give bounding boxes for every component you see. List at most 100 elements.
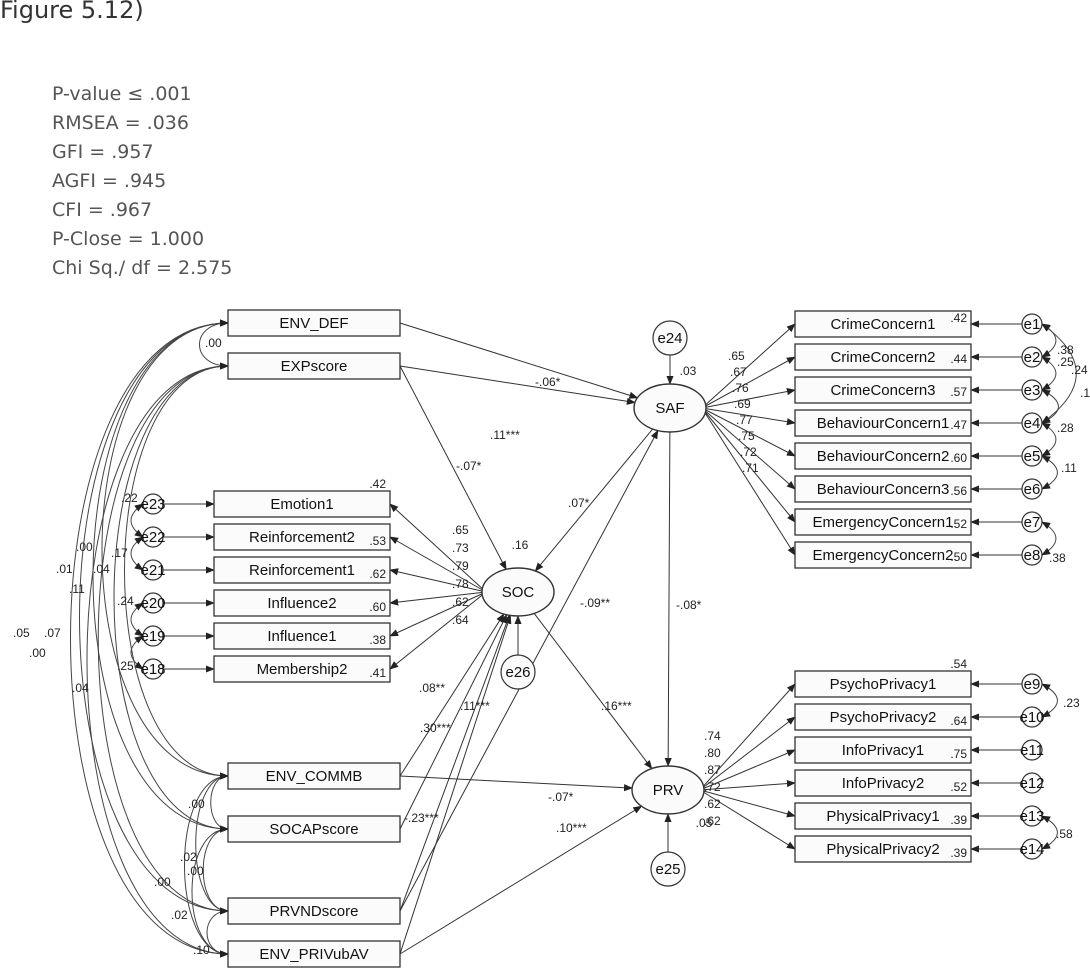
indicator-soc-label: Membership2 [257, 661, 348, 678]
structural-path [668, 432, 670, 766]
path-coefficient: .11*** [460, 699, 490, 713]
r2-value: .52 [950, 517, 967, 531]
error-label-e8: e8 [1024, 547, 1041, 564]
r2-value: .05 [696, 816, 713, 830]
latent-label: SAF [655, 400, 684, 417]
exogenous-variable-label: PRVNDscore [270, 903, 359, 920]
loading-value: .69 [734, 397, 751, 411]
covariance-value: .11 [69, 582, 85, 596]
r2-value: .16 [512, 538, 529, 552]
covariance-value: .00 [205, 336, 222, 350]
structural-path [400, 366, 635, 403]
covariance-value: .00 [76, 540, 93, 554]
r2-value: .53 [369, 534, 386, 548]
error-label-e19: e19 [140, 628, 165, 645]
covariance-value: .01 [56, 562, 73, 576]
error-label-e3: e3 [1024, 382, 1041, 399]
indicator-saf-label: BehaviourConcern1 [817, 415, 950, 432]
indicator-prv-label: PhysicalPrivacy1 [826, 808, 939, 825]
covariance-value: .58 [1056, 827, 1073, 841]
loading-value: .72 [704, 780, 721, 794]
r2-value: .54 [950, 657, 967, 671]
r2-value: .41 [369, 666, 386, 680]
indicator-soc-label: Influence2 [267, 595, 336, 612]
r2-value: .47 [950, 418, 967, 432]
loading-path-soc [390, 504, 486, 592]
loading-value: .79 [452, 559, 469, 573]
r2-value: .64 [950, 714, 967, 728]
error-label-e18: e18 [140, 661, 165, 678]
path-coefficient: -.07* [548, 790, 574, 804]
covariance-value: .25 [117, 659, 134, 673]
exogenous-variable-label: ENV_DEF [279, 315, 348, 332]
loading-value: .72 [740, 445, 757, 459]
error-label-e21: e21 [140, 562, 165, 579]
loading-value: .73 [452, 541, 469, 555]
r2-value: .62 [369, 567, 386, 581]
loading-path-saf [702, 324, 795, 408]
loading-value: .80 [704, 746, 721, 760]
indicator-prv-label: PhysicalPrivacy2 [826, 841, 939, 858]
covariance-curve [1042, 390, 1058, 423]
covariance-curve [1042, 456, 1057, 489]
structural-path [400, 776, 632, 788]
r2-value: .44 [950, 352, 967, 366]
indicator-prv-label: InfoPrivacy2 [842, 775, 925, 792]
path-coefficient: .16*** [601, 699, 632, 713]
loading-value: .62 [452, 595, 469, 609]
covariance-curve [1042, 357, 1056, 390]
error-label-e22: e22 [140, 529, 165, 546]
path-coefficient: -.08* [676, 598, 702, 612]
r2-value: .52 [950, 780, 967, 794]
indicator-saf-label: BehaviourConcern3 [817, 481, 950, 498]
covariance-curve [203, 829, 228, 911]
covariance-value: .28 [1057, 421, 1074, 435]
loading-value: .87 [704, 763, 721, 777]
error-label-e12: e12 [1019, 775, 1044, 792]
loading-value: .65 [728, 349, 745, 363]
error-label-e2: e2 [1024, 349, 1041, 366]
loading-value: .71 [742, 461, 759, 475]
error-label-e7: e7 [1024, 514, 1041, 531]
error-label-e14: e14 [1019, 841, 1044, 858]
covariance-value: .02 [180, 850, 197, 864]
r2-value: .03 [680, 364, 697, 378]
covariance-value: .00 [154, 875, 171, 889]
path-coefficient: -.06* [535, 375, 561, 389]
loading-path-soc [390, 570, 486, 592]
indicator-soc-label: Influence1 [267, 628, 336, 645]
indicator-soc-label: Reinforcement1 [249, 562, 355, 579]
covariance-value: .1 [1080, 386, 1090, 400]
covariance-value: .11 [1061, 461, 1077, 475]
exogenous-variable-label: SOCAPscore [269, 821, 358, 838]
covariance-value: .23 [1063, 696, 1080, 710]
error-label-e1: e1 [1024, 316, 1041, 333]
path-coefficient: .07* [568, 496, 590, 510]
error-label-e25: e25 [655, 861, 680, 878]
indicator-prv-label: PsychoPrivacy2 [830, 709, 937, 726]
error-label-e4: e4 [1024, 415, 1041, 432]
loading-value: .67 [730, 365, 747, 379]
error-label-e24: e24 [657, 330, 682, 347]
loading-value: .75 [738, 429, 755, 443]
loading-path-soc [390, 537, 486, 592]
covariance-value: .05 [13, 626, 30, 640]
loading-path-soc [390, 592, 486, 636]
path-coefficient: -.07* [456, 459, 482, 473]
loading-path-soc [390, 592, 486, 603]
structural-path [400, 615, 509, 911]
error-label-e5: e5 [1024, 448, 1041, 465]
covariance-value: .04 [72, 681, 89, 695]
path-coefficient: -.09** [580, 596, 610, 610]
path-coefficient: .30*** [420, 721, 451, 735]
path-coefficient: .10*** [556, 821, 587, 835]
r2-value: .75 [950, 747, 967, 761]
error-label-e26: e26 [505, 664, 530, 681]
path-coefficient: .11*** [490, 428, 520, 442]
r2-value: .42 [950, 311, 967, 325]
latent-label: SOC [502, 584, 535, 601]
structural-path [534, 613, 652, 768]
covariance-value: .00 [29, 646, 46, 660]
loading-value: .78 [452, 577, 469, 591]
covariance-value: .24 [1071, 363, 1088, 377]
